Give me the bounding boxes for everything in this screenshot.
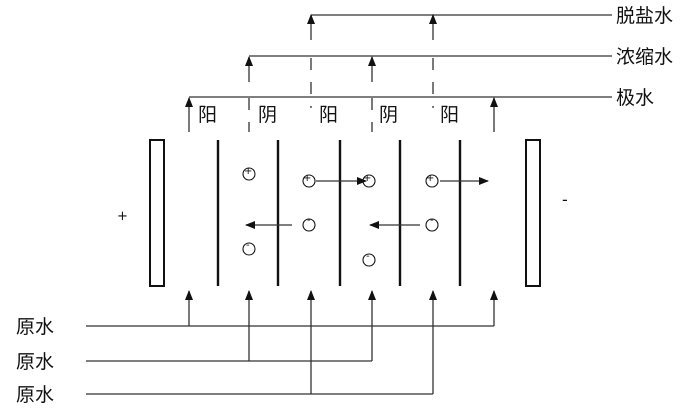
outlet-label-concentrate: 浓缩水 (616, 46, 673, 68)
cation-1: + (242, 166, 256, 181)
anion-2: - (425, 215, 439, 232)
svg-text:-: - (246, 240, 250, 251)
cathode-plate (525, 139, 541, 287)
svg-text:+: + (426, 173, 434, 184)
svg-text:-: - (307, 215, 311, 226)
svg-text:-: - (430, 215, 434, 226)
outlet-label-electrode: 极水 (616, 87, 654, 109)
anion-3: - (242, 240, 256, 256)
cation-3: + (362, 173, 376, 188)
membrane-label-5: 阳 (440, 104, 459, 126)
svg-text:+: + (363, 173, 371, 184)
membrane-label-2: 阴 (258, 104, 277, 126)
anode-sign: + (117, 209, 128, 224)
anion-1: - (302, 215, 316, 232)
membrane-label-3: 阳 (319, 104, 338, 126)
svg-text:+: + (303, 173, 311, 184)
cathode-sign: - (562, 190, 568, 209)
cation-2: + (302, 173, 316, 188)
svg-text:+: + (244, 166, 252, 177)
anode-plate (149, 139, 165, 287)
svg-text:-: - (366, 251, 370, 262)
cation-4: + (425, 173, 439, 188)
membrane-label-4: 阴 (379, 104, 398, 126)
inlet-label-3: 原水 (16, 384, 54, 406)
outlet-label-desalted: 脱盐水 (616, 5, 673, 27)
inlet-label-1: 原水 (16, 316, 54, 338)
inlet-label-2: 原水 (16, 351, 54, 373)
membrane-label-1: 阳 (198, 104, 217, 126)
anion-4: - (362, 251, 376, 267)
